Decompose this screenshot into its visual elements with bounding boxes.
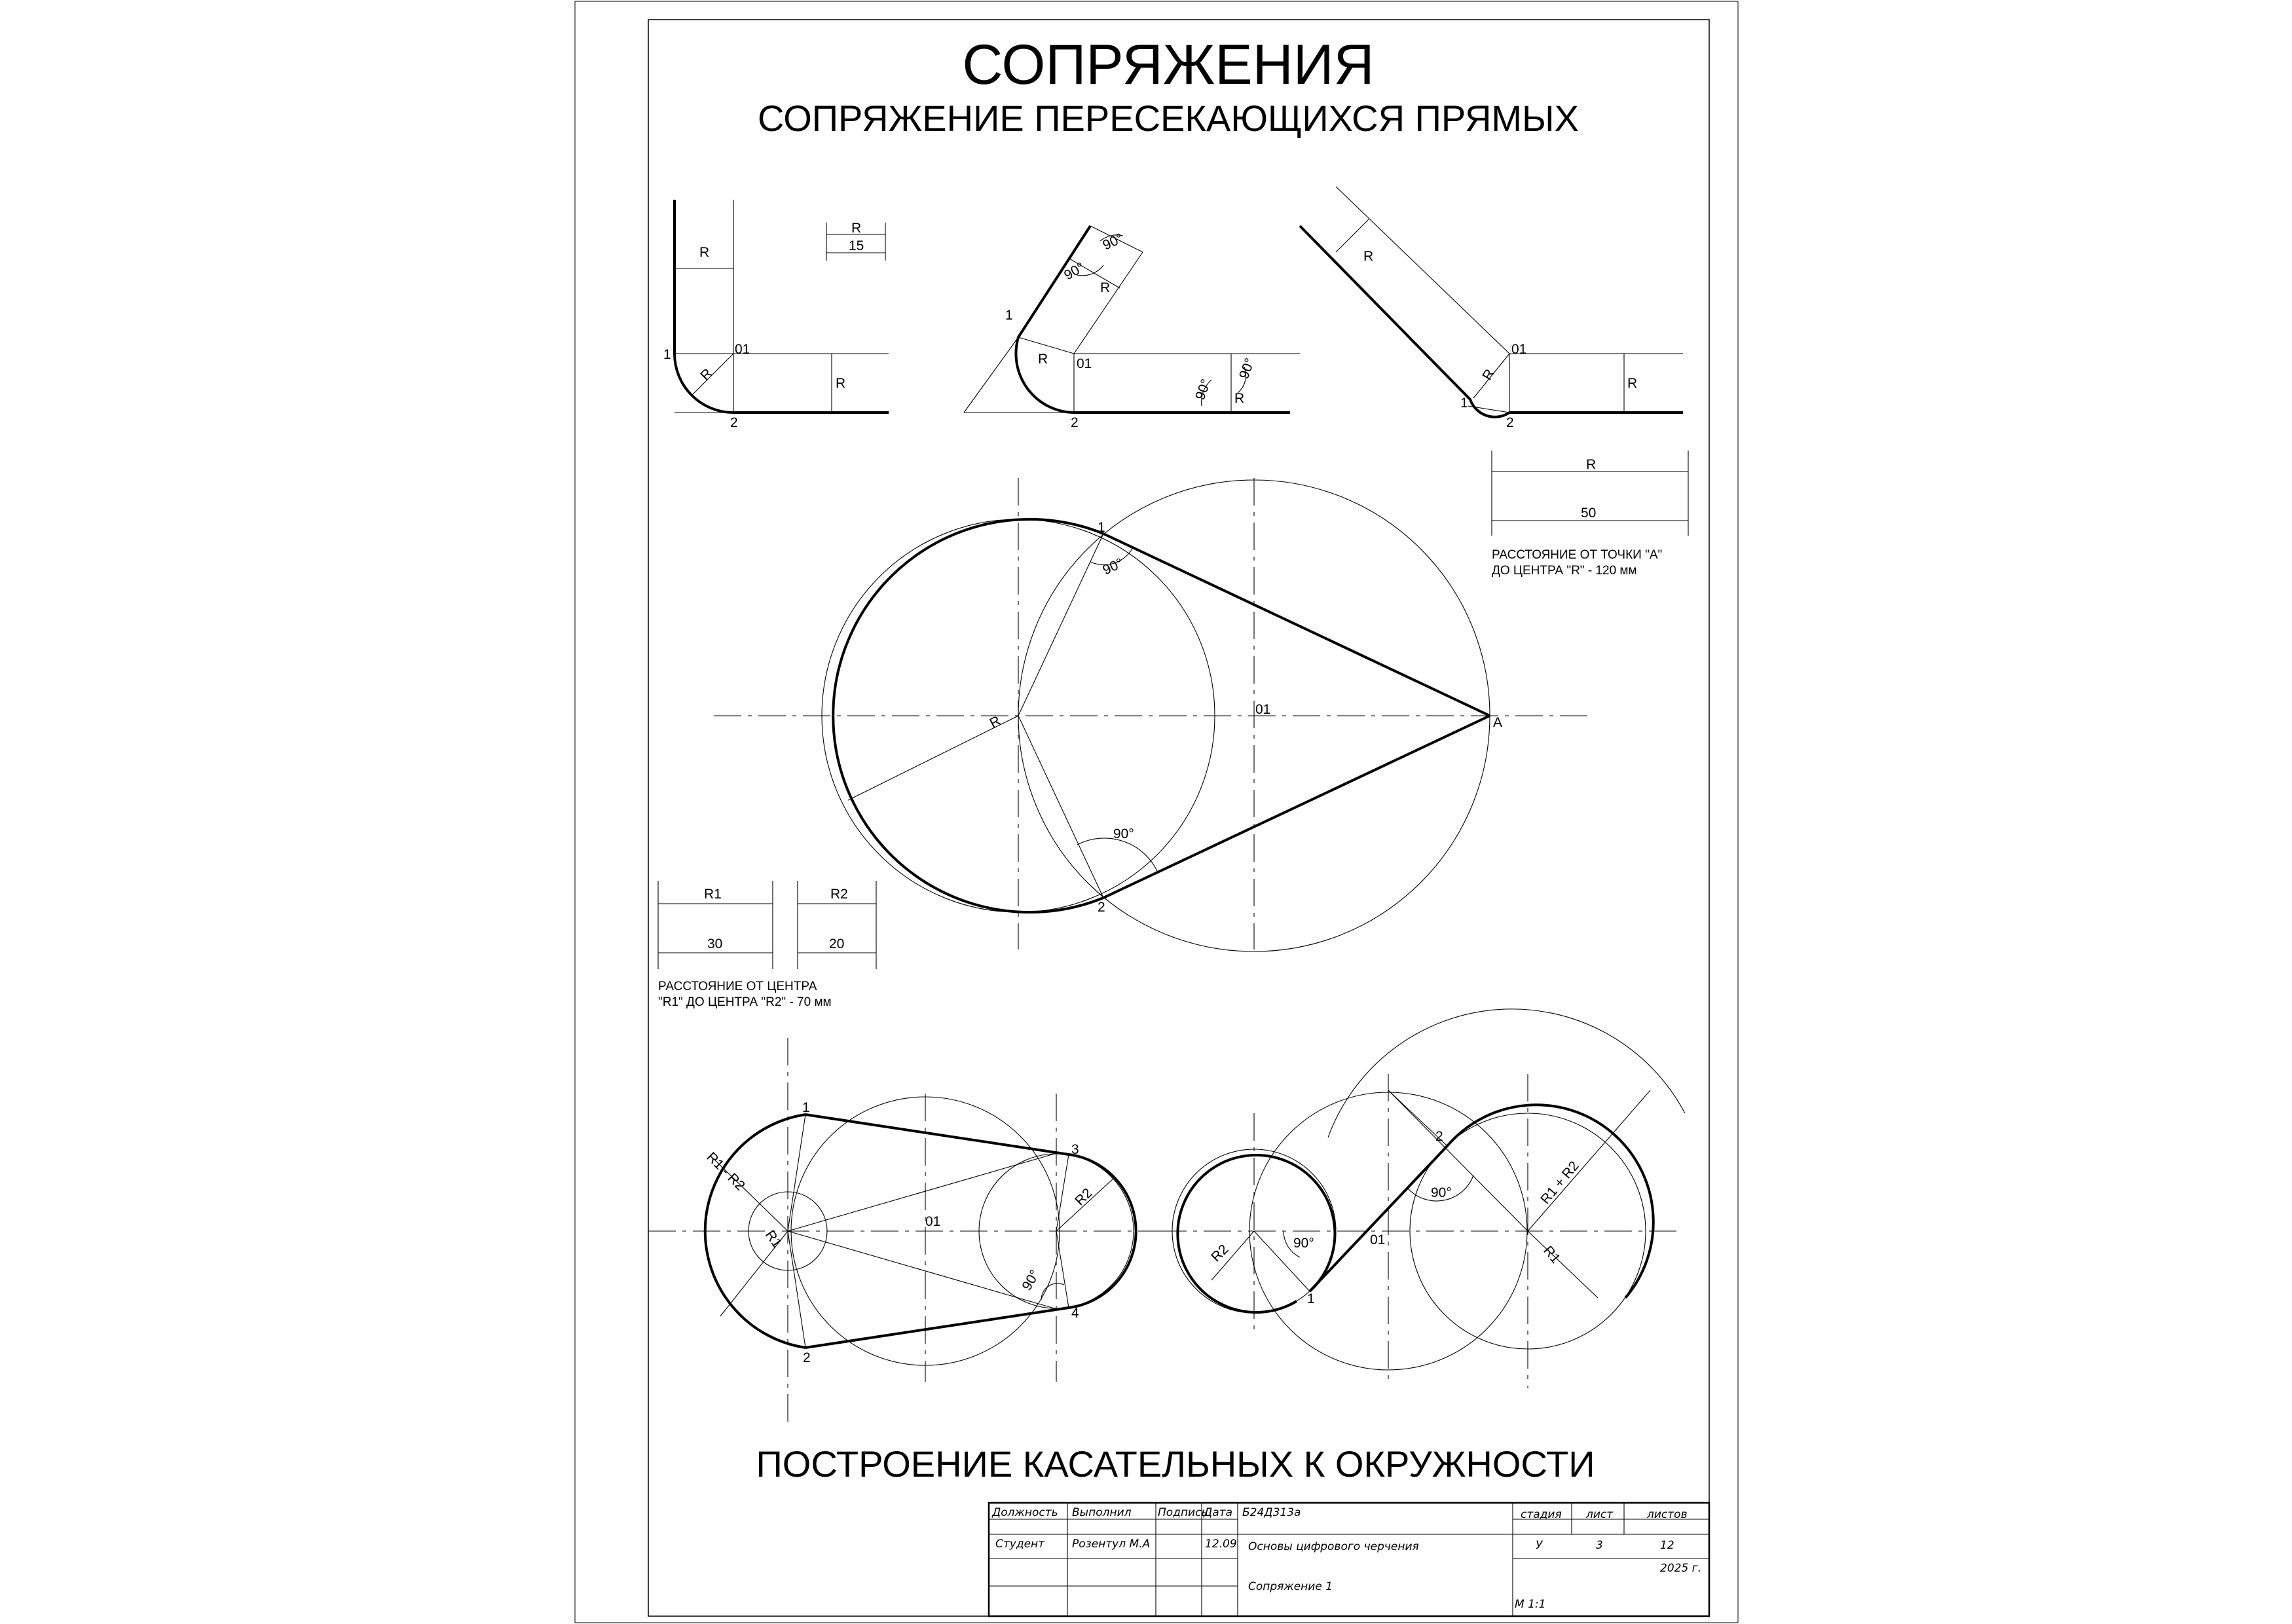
note-distance-a: ДО ЦЕНТРА "R" - 120 мм — [1492, 564, 1637, 578]
label-point-1: 1 — [1307, 1291, 1315, 1306]
tb-header-sheets: листов — [1646, 1508, 1688, 1521]
label-r1-plus-r2: R1 + R2 — [1538, 1158, 1582, 1207]
fillet-right-angle-figure: R R R 01 1 2 — [663, 200, 889, 430]
tb-header-sign: Подпись — [1158, 1506, 1208, 1519]
tb-header-stage: стадия — [1521, 1508, 1562, 1521]
tb-author: Розентул М.А — [1072, 1538, 1150, 1551]
label-r: R — [1234, 391, 1244, 406]
label-point-1: 1 — [802, 1100, 810, 1115]
label-r1: R1 — [762, 1228, 785, 1251]
dimension-r-50: R 50 — [1491, 451, 1689, 536]
dim-50-value: 50 — [1581, 506, 1596, 521]
fillet-acute-angle-figure: 90° 90° R R 1 01 2 90° 90° R — [963, 225, 1300, 430]
label-deg90: 90° — [1113, 826, 1134, 841]
note-distance-centers: "R1" ДО ЦЕНТРА "R2" - 70 мм — [658, 995, 832, 1009]
label-point-3: 3 — [1071, 1142, 1079, 1157]
label-deg90: 90° — [1100, 231, 1126, 253]
dim-r2-label: R2 — [830, 887, 848, 902]
page-subtitle: СОПРЯЖЕНИЕ ПЕРЕСЕКАЮЩИХСЯ ПРЯМЫХ — [758, 98, 1579, 139]
label-point-1: 1 — [1460, 396, 1468, 411]
tb-scale: М 1:1 — [1515, 1598, 1545, 1611]
label-point-2: 2 — [730, 415, 738, 430]
label-r: R — [1100, 280, 1110, 295]
tb-header-date: Дата — [1203, 1506, 1232, 1519]
dim-r1-label: R1 — [704, 887, 722, 902]
internal-tangent-figure: R2 90° 1 01 2 90° R1 + R2 R1 — [1159, 1008, 1686, 1388]
label-o1: 01 — [735, 342, 750, 357]
note-distance-a: РАССТОЯНИЕ ОТ ТОЧКИ "А" — [1492, 548, 1662, 562]
tb-code: Б24Д313а — [1242, 1506, 1301, 1519]
dim-20-value: 20 — [829, 936, 844, 951]
label-deg90: 90° — [1236, 356, 1257, 381]
tb-date: 12.09 — [1205, 1538, 1237, 1551]
tangent-from-point-figure: 1 90° R 01 A 90° 2 — [714, 478, 1591, 952]
dim-r-label: R — [1586, 457, 1596, 472]
label-point-2: 2 — [1435, 1129, 1443, 1144]
label-o1: 01 — [1511, 342, 1526, 357]
tb-header-done: Выполнил — [1072, 1506, 1132, 1519]
tb-stage: У — [1536, 1539, 1543, 1552]
external-tangents-figure: 1 R1 - R2 R1 01 3 R2 90° 4 2 — [648, 1038, 1159, 1428]
dim-r-label: R — [851, 221, 861, 236]
label-o1: 01 — [1255, 702, 1270, 717]
tb-subject: Основы цифрового черчения — [1248, 1540, 1419, 1553]
label-r: R — [1038, 352, 1048, 367]
label-point-2: 2 — [803, 1350, 811, 1365]
label-r: R — [1627, 376, 1637, 391]
tb-position: Студент — [995, 1538, 1045, 1551]
page-frame — [574, 1, 1739, 1623]
label-r1-minus-r2: R1 - R2 — [703, 1149, 747, 1193]
label-o1: 01 — [1370, 1232, 1385, 1247]
tb-sheet: 3 — [1596, 1539, 1603, 1552]
label-r: R — [697, 366, 715, 384]
label-r: R — [1479, 367, 1498, 383]
label-point-4: 4 — [1071, 1306, 1079, 1321]
label-deg90: 90° — [1293, 1236, 1314, 1251]
label-point-2: 2 — [1098, 900, 1105, 915]
label-r: R — [1363, 249, 1373, 264]
dimension-r1-r2: R1 30 R2 20 — [657, 881, 877, 969]
label-deg90: 90° — [1019, 1267, 1043, 1293]
label-point-a: A — [1493, 715, 1502, 730]
fillet-obtuse-angle-figure: R 01 R 1 2 R — [1299, 186, 1683, 430]
tb-header-position: Должность — [991, 1506, 1058, 1519]
label-deg90: 90° — [1431, 1185, 1452, 1200]
label-o1: 01 — [925, 1214, 940, 1229]
dimension-r-15: R 15 — [826, 221, 886, 261]
label-o1: 01 — [1077, 356, 1092, 371]
label-point-1: 1 — [663, 347, 671, 362]
label-r: R — [699, 245, 709, 260]
label-point-2: 2 — [1071, 415, 1079, 430]
tb-year: 2025 г. — [1660, 1562, 1701, 1575]
label-point-2: 2 — [1506, 415, 1514, 430]
label-point-1: 1 — [1005, 308, 1013, 323]
dim-15-value: 15 — [849, 238, 864, 253]
label-point-1: 1 — [1098, 520, 1105, 535]
label-r: R — [836, 376, 845, 391]
tb-header-sheet: лист — [1585, 1508, 1614, 1521]
dim-30-value: 30 — [707, 936, 722, 951]
title-block: Должность Выполнил Подпись Дата Б24Д313а… — [988, 1502, 1710, 1617]
page-title: СОПРЯЖЕНИЯ — [962, 33, 1374, 96]
section-title: ПОСТРОЕНИЕ КАСАТЕЛЬНЫХ К ОКРУЖНОСТИ — [756, 1443, 1595, 1485]
label-deg90: 90° — [1100, 555, 1126, 578]
tb-sheets: 12 — [1660, 1539, 1674, 1552]
note-distance-centers: РАССТОЯНИЕ ОТ ЦЕНТРА — [658, 980, 817, 993]
tb-drawing-name: Сопряжение 1 — [1248, 1580, 1333, 1593]
label-r2: R2 — [1072, 1185, 1095, 1208]
